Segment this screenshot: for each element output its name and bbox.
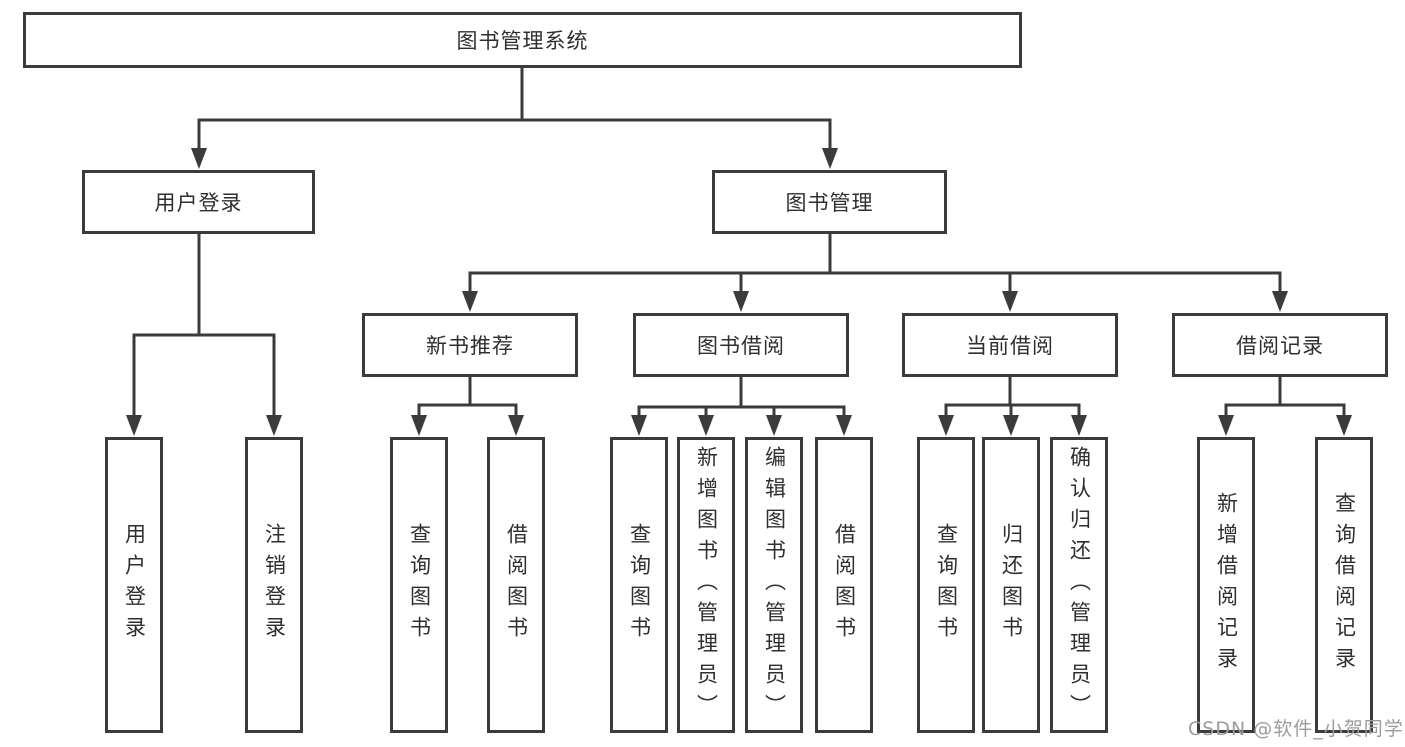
leaf-record-add-borrow-record: 新增借阅记录 bbox=[1197, 437, 1255, 733]
leaf-borrow-query-books: 查询图书 bbox=[610, 437, 668, 733]
leaf-label: 归还图书 bbox=[999, 523, 1024, 647]
leaf-current-confirm-return-admin: 确认归还（管理员） bbox=[1050, 437, 1108, 733]
node-book-management: 图书管理 bbox=[712, 170, 947, 234]
connector-current-to-leaves bbox=[938, 375, 1087, 436]
leaf-label: 查询借阅记录 bbox=[1332, 492, 1357, 678]
leaf-label: 查询图书 bbox=[407, 523, 432, 647]
leaf-label: 查询图书 bbox=[627, 523, 652, 647]
node-label: 当前借阅 bbox=[966, 334, 1054, 358]
node-borrowing-records: 借阅记录 bbox=[1172, 313, 1388, 377]
leaf-label: 新增借阅记录 bbox=[1214, 492, 1239, 678]
node-new-book-recommendation: 新书推荐 bbox=[362, 313, 578, 377]
connector-root-to-branches bbox=[191, 65, 838, 169]
connector-record-to-leaves bbox=[1218, 375, 1352, 436]
leaf-label: 新增图书（管理员） bbox=[694, 445, 719, 725]
leaf-current-return-books: 归还图书 bbox=[982, 437, 1040, 733]
node-library-management-system: 图书管理系统 bbox=[23, 12, 1022, 68]
leaf-label: 注销登录 bbox=[262, 523, 287, 647]
csdn-watermark: CSDN @软件_小贺同学 bbox=[1188, 718, 1404, 740]
node-label: 借阅记录 bbox=[1236, 334, 1324, 358]
leaf-newbook-query-books: 查询图书 bbox=[390, 437, 448, 733]
leaf-logout: 注销登录 bbox=[245, 437, 303, 733]
connector-management-to-modules bbox=[462, 231, 1288, 312]
leaf-label: 确认归还（管理员） bbox=[1067, 445, 1092, 725]
node-label: 图书管理系统 bbox=[456, 29, 589, 53]
leaf-newbook-borrow-books: 借阅图书 bbox=[487, 437, 545, 733]
connector-login-to-leaves bbox=[126, 231, 282, 436]
node-user-login: 用户登录 bbox=[82, 170, 315, 234]
leaf-user-login: 用户登录 bbox=[105, 437, 163, 733]
node-book-borrowing: 图书借阅 bbox=[633, 313, 849, 377]
connector-borrow-to-leaves bbox=[631, 375, 852, 436]
leaf-record-query-borrow-record: 查询借阅记录 bbox=[1315, 437, 1373, 733]
node-label: 图书管理 bbox=[785, 191, 874, 215]
leaf-label: 查询图书 bbox=[934, 523, 959, 647]
leaf-label: 编辑图书（管理员） bbox=[762, 445, 787, 725]
node-current-borrowing: 当前借阅 bbox=[902, 313, 1118, 377]
node-label: 图书借阅 bbox=[697, 334, 785, 358]
node-label: 用户登录 bbox=[154, 191, 243, 215]
leaf-current-query-books: 查询图书 bbox=[917, 437, 975, 733]
leaf-label: 用户登录 bbox=[122, 523, 147, 647]
node-label: 新书推荐 bbox=[426, 334, 514, 358]
leaf-label: 借阅图书 bbox=[832, 523, 857, 647]
leaf-borrow-borrow-books: 借阅图书 bbox=[815, 437, 873, 733]
leaf-borrow-edit-books-admin: 编辑图书（管理员） bbox=[745, 437, 803, 733]
leaf-label: 借阅图书 bbox=[504, 523, 529, 647]
leaf-borrow-add-books-admin: 新增图书（管理员） bbox=[677, 437, 735, 733]
connector-newbook-to-leaves bbox=[411, 375, 524, 436]
